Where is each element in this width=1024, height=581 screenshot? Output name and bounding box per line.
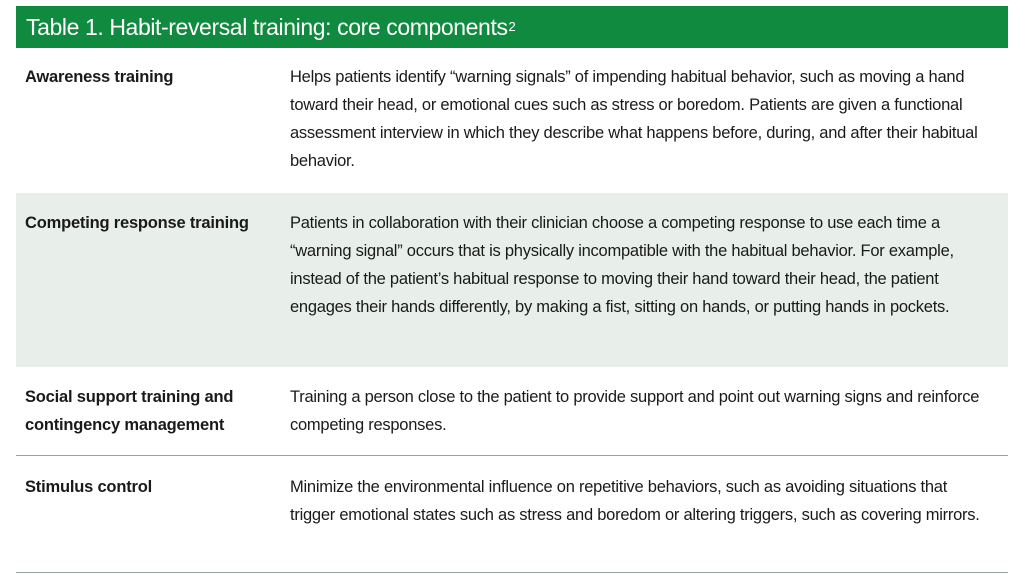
row-description: Training a person close to the patient t… bbox=[290, 388, 980, 434]
table-title: Table 1. Habit-reversal training: core c… bbox=[26, 13, 508, 40]
row-term: Social support training and contingency … bbox=[25, 388, 234, 434]
components-table: Table 1. Habit-reversal training: core c… bbox=[16, 6, 1008, 573]
table-row-awareness-training: Awareness training Helps patients identi… bbox=[16, 48, 1008, 193]
row-description: Helps patients identify “warning signals… bbox=[290, 68, 978, 170]
row-term: Awareness training bbox=[25, 68, 174, 86]
table-row-competing-response-training: Competing response training Patients in … bbox=[16, 193, 1008, 367]
row-description: Minimize the environmental influence on … bbox=[290, 478, 980, 524]
table-title-bar: Table 1. Habit-reversal training: core c… bbox=[16, 6, 1008, 48]
table-row-social-support-training: Social support training and contingency … bbox=[16, 367, 1008, 456]
row-term: Competing response training bbox=[25, 214, 249, 232]
row-term: Stimulus control bbox=[25, 478, 152, 496]
table-row-stimulus-control: Stimulus control Minimize the environmen… bbox=[16, 456, 1008, 573]
row-description: Patients in collaboration with their cli… bbox=[290, 214, 954, 316]
